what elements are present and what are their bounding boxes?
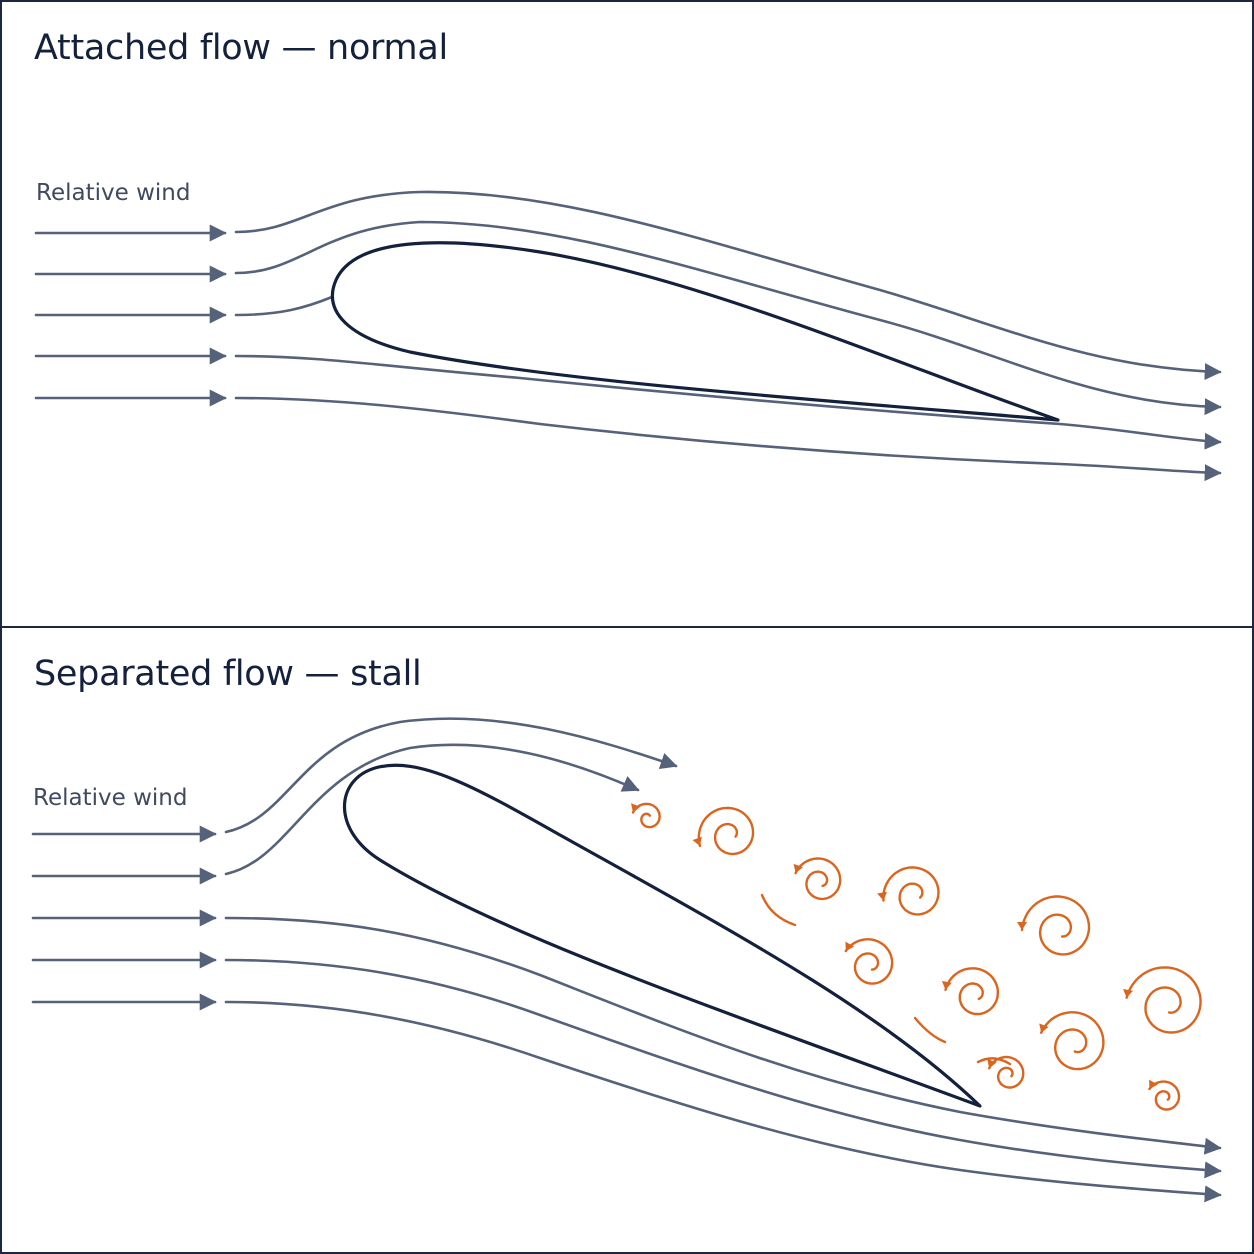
- vortex-arrowhead: [1149, 1079, 1158, 1089]
- panel-title-separated: Separated flow — stall: [34, 654, 422, 694]
- vortex-swirl: [844, 938, 894, 985]
- vortex-arrowhead: [877, 891, 887, 901]
- streamline: [224, 1000, 1222, 1203]
- separated-flow-panel: [31, 717, 1222, 1203]
- panel-title-attached: Attached flow — normal: [34, 28, 448, 68]
- streamline: [234, 396, 1222, 482]
- vortex-swirl: [697, 806, 755, 856]
- vortex-swirl: [794, 857, 842, 901]
- vortex-arrowhead: [631, 803, 641, 813]
- vortex-swirl: [1125, 966, 1202, 1034]
- vortex-arrowhead: [987, 1058, 997, 1069]
- vortex-arrowhead: [1123, 989, 1133, 998]
- airfoil-stall: [343, 763, 982, 1108]
- turbulent-wake: [631, 802, 1202, 1111]
- vortex-arrowhead: [941, 981, 952, 990]
- relative-wind-label-attached: Relative wind: [36, 180, 191, 206]
- vortex-swirl: [1020, 895, 1091, 956]
- attached-flow-panel: [34, 190, 1222, 482]
- vortex-swirl: [882, 866, 940, 916]
- vortex-arrowhead: [793, 863, 803, 874]
- turbulence-stroke: [760, 893, 797, 927]
- turbulence-stroke: [976, 1057, 1012, 1066]
- vortex-swirl: [631, 802, 661, 829]
- streamline: [234, 190, 1222, 381]
- vortex-arrowhead: [845, 941, 855, 951]
- streamline-stagnation: [234, 295, 334, 317]
- relative-wind-label-separated: Relative wind: [33, 785, 188, 811]
- turbulence-stroke: [913, 1016, 947, 1044]
- vortex-arrowhead: [1017, 922, 1027, 930]
- airfoil-normal: [330, 241, 1060, 422]
- vortex-arrowhead: [692, 836, 702, 846]
- streamline: [234, 220, 1222, 416]
- separating-streamline: [224, 717, 678, 834]
- vortex-swirl: [1040, 1011, 1105, 1071]
- streamline: [234, 354, 1222, 450]
- vortex-arrowhead: [1039, 1023, 1049, 1033]
- separating-streamline: [224, 743, 640, 876]
- vortex-swirl: [988, 1055, 1025, 1089]
- streamline: [224, 958, 1222, 1179]
- streamline: [224, 916, 1222, 1155]
- vortex-swirl: [1148, 1080, 1181, 1111]
- vortex-swirl: [944, 967, 999, 1016]
